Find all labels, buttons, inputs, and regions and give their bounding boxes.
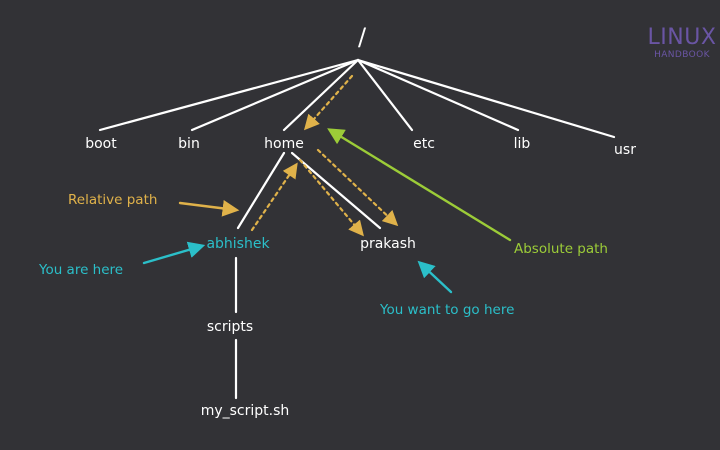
node-prakash: prakash [360,236,416,252]
logo-line2: HANDBOOK [654,50,711,60]
logo-line1: LINUX [648,25,717,50]
node-home: home [264,136,304,152]
node-boot: boot [85,136,117,152]
relative-path-arrow [178,199,240,217]
tree-edges [98,58,616,400]
annotation-labels: Relative path Absolute path You are here… [38,192,608,318]
edge-root-bin [190,58,360,132]
node-lib: lib [514,136,531,152]
edge-root-home [282,58,360,132]
node-labels: / boot bin home etc lib usr abhishek pra… [85,23,636,419]
edge-root-lib [356,58,520,132]
edge-root-etc [356,58,414,132]
you-are-here-arrow [142,241,206,265]
node-usr: usr [614,142,636,158]
absolute-path-label: Absolute path [514,241,608,257]
node-my-script: my_script.sh [201,403,290,419]
you-are-here-label: You are here [38,262,123,278]
annotation-arrows [142,128,512,294]
you-want-to-go-here-arrow [417,260,453,294]
node-abhishek: abhishek [206,236,270,252]
node-etc: etc [413,136,435,152]
edge-home-prakash [290,151,382,230]
path-arrows [250,74,399,237]
you-want-to-go-here-label: You want to go here [379,302,514,318]
node-bin: bin [178,136,200,152]
node-scripts: scripts [207,319,253,335]
dotted-arrow-abhishek-to-home [250,162,298,232]
edge-home-abhishek [236,151,286,230]
linux-handbook-logo: LINUX HANDBOOK [648,25,717,60]
root-node: / [358,23,367,51]
relative-path-label: Relative path [68,192,157,208]
dotted-arrow-home-to-prakash-1 [298,158,364,237]
absolute-path-arrow [327,128,512,242]
edge-root-boot [98,58,360,132]
edge-root-usr [356,58,616,139]
dotted-arrow-root-to-home [303,74,354,131]
dotted-arrow-home-to-prakash-2 [316,148,399,227]
